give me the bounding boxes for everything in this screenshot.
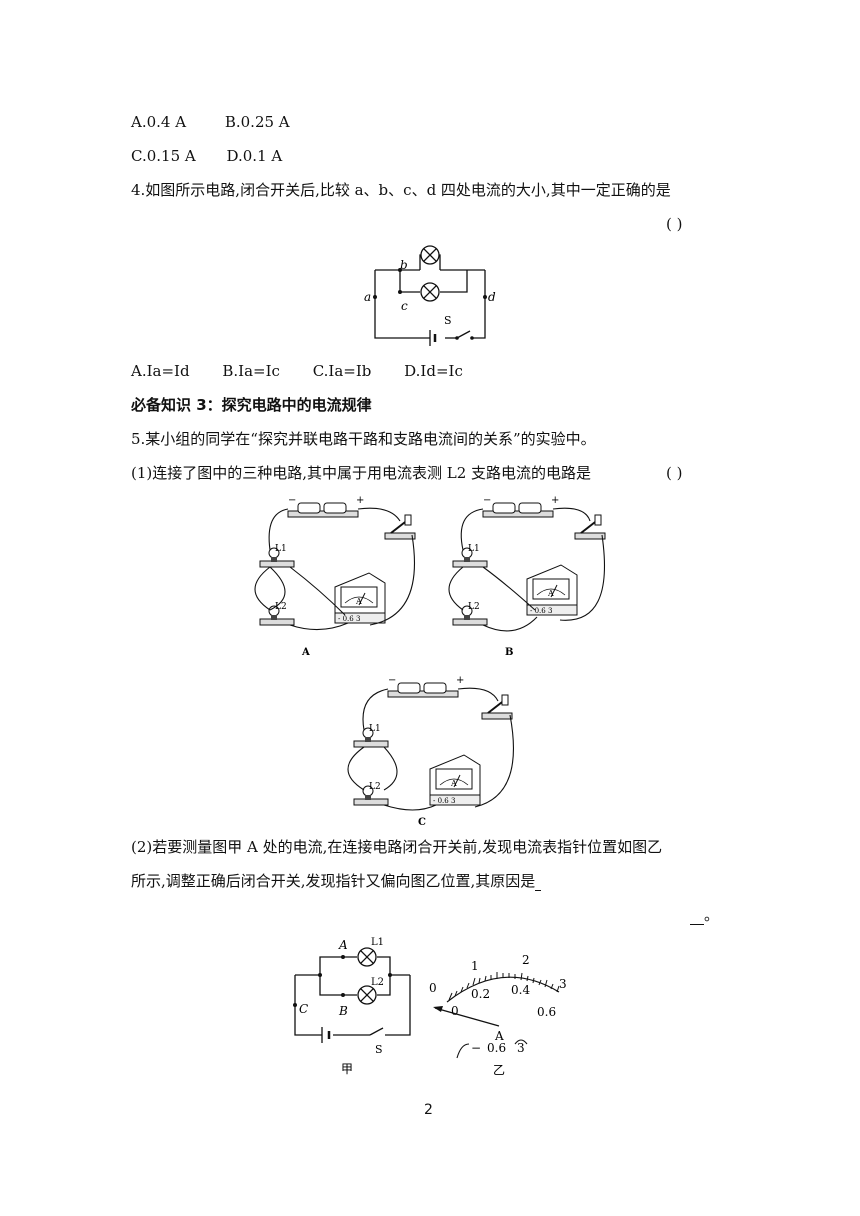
yi-terminal-3: 3 bbox=[517, 1041, 525, 1055]
jia-label-s: S bbox=[375, 1043, 383, 1056]
yi-wire-left bbox=[456, 1043, 470, 1059]
q3-options-row1: A.0.4 A B.0.25 A bbox=[131, 112, 290, 132]
circuit-b-minus: − bbox=[483, 495, 491, 506]
circuit-a-caption: A bbox=[301, 647, 310, 658]
jia-label-a: A bbox=[338, 938, 348, 952]
jia-label-l2: L2 bbox=[371, 977, 384, 988]
q3-option-a: A.0.4 A bbox=[131, 113, 187, 131]
circuit-a-plus: + bbox=[356, 495, 364, 506]
circuit-b-l2: L2 bbox=[468, 602, 480, 612]
q5-stem: 5.某小组的同学在“探究并联电路干路和支路电流间的关系”的实验中。 bbox=[131, 430, 596, 448]
q4-circuit-diagram: b c a d S bbox=[364, 245, 496, 346]
q5-part2-line2-text: 所示,调整正确后闭合开关,发现指针又偏向图乙位置,其原因是 bbox=[131, 872, 536, 890]
circuit-b-meter-label: A bbox=[547, 589, 554, 598]
circuit-a-meter-label: A bbox=[355, 597, 362, 606]
figure-jia-circuit: A B C L1 L2 S 甲 bbox=[293, 937, 411, 1076]
q3-option-d: D.0.1 A bbox=[226, 147, 283, 165]
circuit-a-l2: L2 bbox=[275, 602, 287, 612]
q5-part1: (1)连接了图中的三种电路,其中属于用电流表测 L2 支路电流的电路是 bbox=[131, 464, 592, 482]
jia-label-c: C bbox=[299, 1002, 308, 1016]
circuit-c-plus: + bbox=[456, 675, 464, 686]
yi-bottom-0: 0 bbox=[451, 1004, 459, 1018]
circuit-b-terminals: - 0.6 3 bbox=[530, 607, 552, 615]
q3-option-b: B.0.25 A bbox=[224, 113, 290, 131]
q5-part2-end: 。 bbox=[690, 905, 719, 925]
q4-options: A.Ia=Id B.Ia=Ic C.Ia=Ib D.Id=Ic bbox=[131, 361, 463, 381]
yi-wire-right bbox=[514, 1039, 528, 1045]
circuit-a: L1 L2 − + A - 0.6 3 A bbox=[254, 495, 416, 658]
page-number: 2 bbox=[424, 1102, 433, 1118]
circuit-c-minus: − bbox=[388, 675, 396, 686]
yi-top-0: 0 bbox=[429, 981, 437, 995]
circuit-b-plus: + bbox=[551, 495, 559, 506]
circuit-c: L1 L2 − + A - 0.6 3 C bbox=[347, 675, 514, 825]
circuit-a-terminals: - 0.6 3 bbox=[338, 615, 360, 623]
circuit-b-caption: B bbox=[505, 647, 513, 658]
q5-part2-line1: (2)若要测量图甲 A 处的电流,在连接电路闭合开关前,发现电流表指针位置如图乙 bbox=[131, 838, 663, 856]
q4-label-c: c bbox=[401, 299, 408, 313]
yi-terminal-0-6: 0.6 bbox=[487, 1041, 506, 1055]
yi-top-2: 2 bbox=[522, 953, 530, 967]
q4-label-b-text: b bbox=[400, 258, 408, 272]
q5-part2-line2: 所示,调整正确后闭合开关,发现指针又偏向图乙位置,其原因是 bbox=[131, 871, 542, 891]
section-title: 必备知识 3：探究电路中的电流规律 bbox=[131, 396, 372, 414]
q4-label-a: a bbox=[364, 290, 371, 304]
yi-terminal-minus: − bbox=[471, 1041, 481, 1055]
yi-top-3: 3 bbox=[559, 977, 567, 991]
circuit-c-terminals: - 0.6 3 bbox=[433, 797, 455, 805]
q3-option-c: C.0.15 A bbox=[131, 147, 196, 165]
circuit-c-l1: L1 bbox=[369, 724, 381, 734]
circuit-c-l2: L2 bbox=[369, 782, 381, 792]
answer-blank-end bbox=[690, 910, 704, 925]
circuit-a-minus: − bbox=[288, 495, 296, 506]
yi-caption: 乙 bbox=[493, 1063, 505, 1077]
q4-label-s: S bbox=[444, 314, 452, 327]
answer-blank-start bbox=[535, 874, 542, 891]
yi-bottom-0-2: 0.2 bbox=[471, 987, 490, 1001]
q5-physical-circuits: L1 L2 − + A - 0.6 3 A L1 L2 − + A - 0.6 … bbox=[254, 495, 606, 825]
circuit-c-meter-label: A bbox=[450, 779, 457, 788]
yi-bottom-0-6: 0.6 bbox=[537, 1005, 556, 1019]
q4-option-d: D.Id=Ic bbox=[404, 362, 463, 380]
q5-part2-end-mark: 。 bbox=[704, 906, 720, 924]
figure-yi-ammeter: 0 1 2 3 0 0.2 0.4 0.6 A − 0.6 3 乙 bbox=[429, 953, 567, 1077]
jia-label-l1: L1 bbox=[371, 937, 384, 948]
q5-part1-bracket: ( ) bbox=[666, 464, 683, 482]
q4-stem: 4.如图所示电路,闭合开关后,比较 a、b、c、d 四处电流的大小,其中一定正确… bbox=[131, 181, 671, 199]
q4-option-a: A.Ia=Id bbox=[131, 362, 190, 380]
jia-caption: 甲 bbox=[341, 1062, 353, 1076]
yi-unit: A bbox=[494, 1029, 504, 1043]
q4-option-c: C.Ia=Ib bbox=[312, 362, 372, 380]
yi-top-1: 1 bbox=[471, 959, 479, 973]
q4-label-d: d bbox=[488, 290, 496, 304]
q3-options-row2: C.0.15 A D.0.1 A bbox=[131, 146, 282, 166]
circuit-a-l1: L1 bbox=[275, 544, 287, 554]
circuit-c-caption: C bbox=[418, 817, 426, 825]
q4-option-b: B.Ia=Ic bbox=[222, 362, 280, 380]
q4-answer-bracket: ( ) bbox=[666, 215, 683, 233]
jia-label-b: B bbox=[338, 1004, 348, 1018]
circuit-b: L1 L2 − + A - 0.6 3 B bbox=[448, 495, 606, 658]
yi-bottom-0-4: 0.4 bbox=[511, 983, 530, 997]
circuit-b-l1: L1 bbox=[468, 544, 480, 554]
